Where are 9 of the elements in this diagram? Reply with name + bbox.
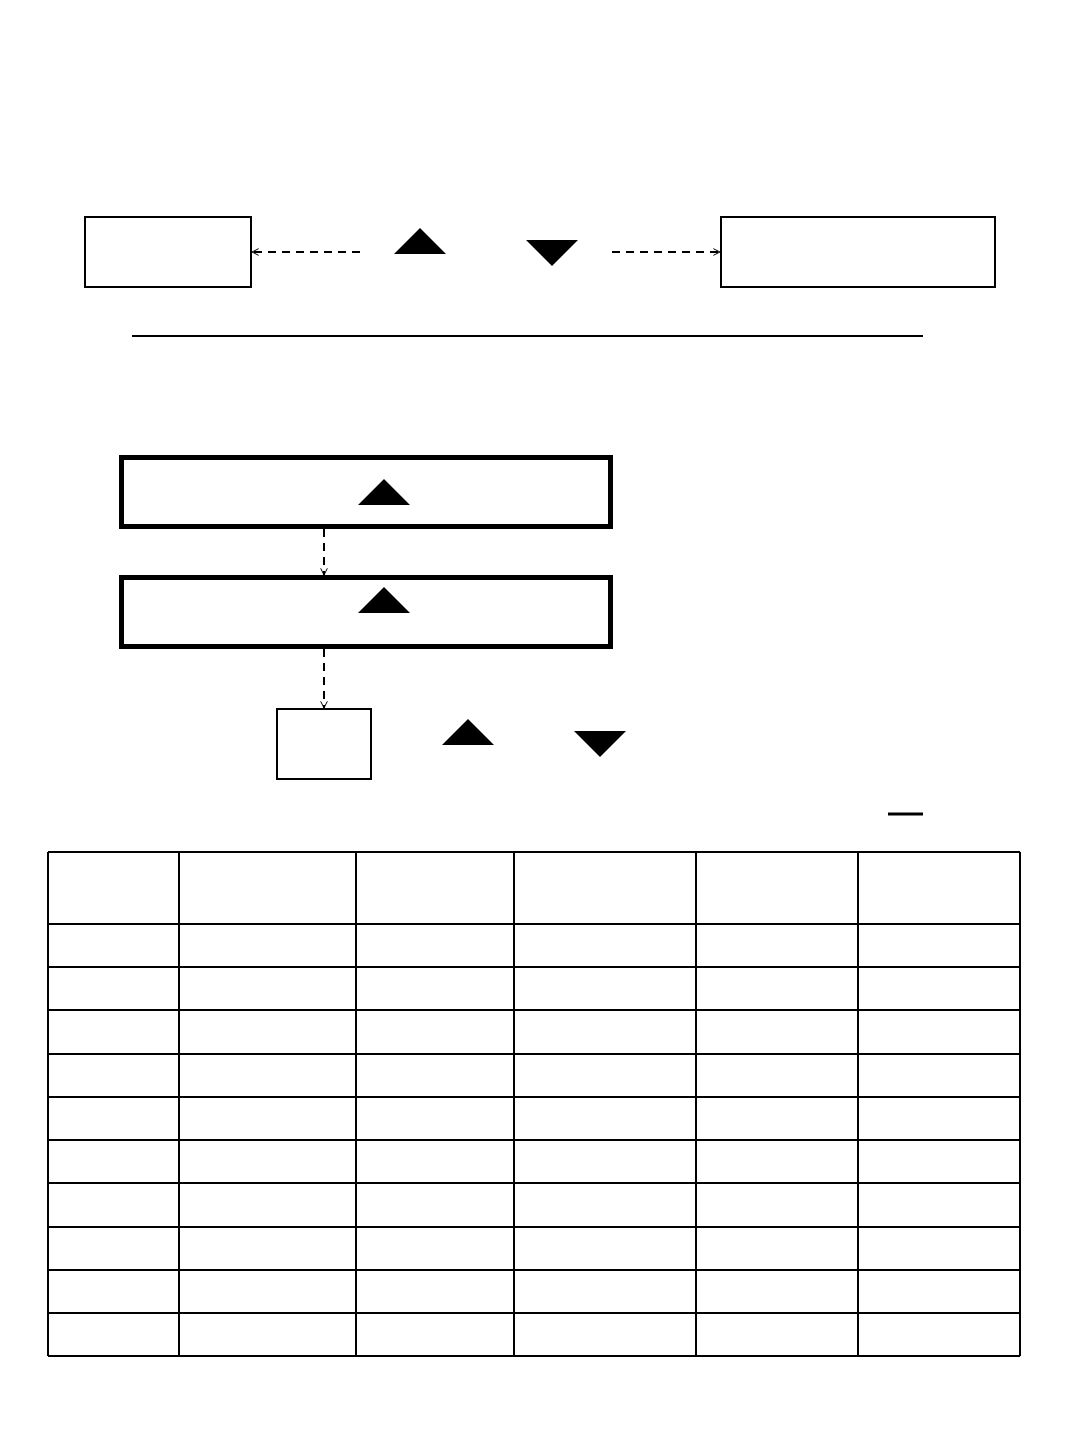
empty-box <box>84 216 252 288</box>
thick-bordered-box <box>119 575 613 649</box>
thick-bordered-box <box>119 455 613 529</box>
dashed-arrow <box>320 528 328 576</box>
empty-box <box>276 708 372 780</box>
dashed-arrow <box>251 248 361 256</box>
dashed-arrow <box>611 248 721 256</box>
dashed-arrow <box>320 648 328 709</box>
empty-box <box>720 216 996 288</box>
